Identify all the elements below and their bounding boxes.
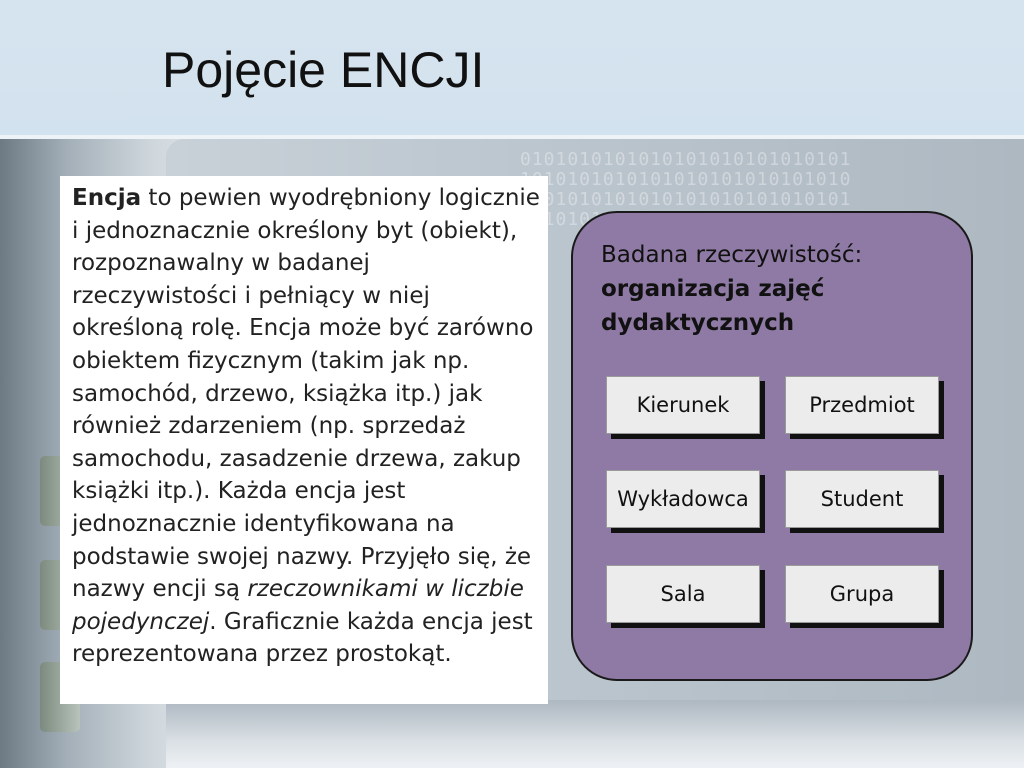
slide-title: Pojęcie ENCJI [162,42,485,98]
reality-label: Badana rzeczywistość: [601,242,863,268]
definition-italic: rzeczownikami w liczbie pojedynczej [72,576,524,635]
header-band [0,0,1024,138]
header-divider [0,135,1024,139]
entity-box-wykladowca: Wykładowca [606,470,760,528]
entity-box-student: Student [785,470,939,528]
entity-box-kierunek: Kierunek [606,376,760,434]
definition-body-end: . Graficznie każda encja jest reprezento… [72,608,533,668]
definition-term: Encja [72,185,142,211]
reality-subject: organizacja zajęć dydaktycznych [601,276,825,336]
definition-paragraph: Encja to pewien wyodrębniony logicznie i… [72,182,542,671]
definition-text-box: Encja to pewien wyodrębniony logicznie i… [60,176,548,704]
entity-box-przedmiot: Przedmiot [785,376,939,434]
entity-box-sala: Sala [606,565,760,623]
definition-body: to pewien wyodrębniony logicznie i jedno… [72,185,540,603]
entity-box-grupa: Grupa [785,565,939,623]
reality-heading: Badana rzeczywistość: organizacja zajęć … [601,238,961,340]
background-bottom [166,700,1024,768]
